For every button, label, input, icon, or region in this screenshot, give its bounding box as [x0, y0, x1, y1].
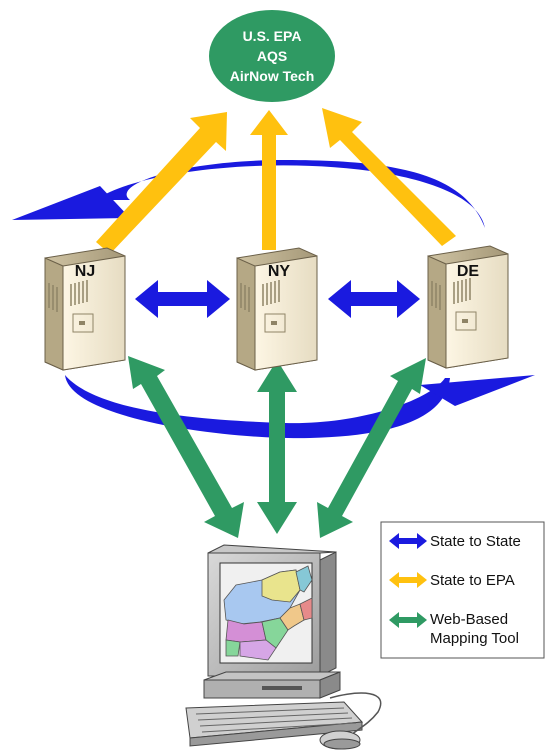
- workstation-computer-icon: [185, 544, 382, 750]
- epa-node: U.S. EPA AQS AirNow Tech: [209, 10, 335, 102]
- server-icon: [44, 247, 126, 371]
- legend-box: [380, 521, 545, 659]
- server-icon: [236, 247, 318, 371]
- keyboard-icon: [185, 701, 364, 747]
- legend-label: State to EPA: [430, 572, 515, 589]
- nj-computer-arrow: [128, 356, 244, 538]
- ny-de-arrow: [328, 280, 420, 318]
- state-to-state-arrows: [135, 280, 420, 318]
- server-icon: [427, 245, 509, 369]
- nj-ny-arrow: [135, 280, 230, 318]
- monitor-side: [319, 551, 337, 677]
- map-icon: [223, 565, 313, 661]
- state-to-epa-arrows: [96, 108, 456, 254]
- legend-swatch-blue-arrow: [389, 533, 427, 549]
- legend-label: Web-Based: [430, 611, 508, 628]
- state-to-state-loop-bottom-arrowhead: [420, 375, 535, 406]
- server-nj: NJ: [44, 247, 126, 371]
- server-de: DE: [427, 245, 509, 369]
- epa-label-line2: AQS: [257, 48, 287, 64]
- legend-item-state-to-state: State to State: [389, 533, 521, 550]
- legend-swatch-yellow-arrow: [389, 572, 427, 588]
- epa-ellipse: [209, 10, 335, 102]
- ny-computer-arrow: [257, 360, 297, 534]
- legend-label: State to State: [430, 533, 521, 550]
- epa-label-line3: AirNow Tech: [230, 68, 315, 84]
- legend-label-line2: Mapping Tool: [430, 630, 519, 647]
- state-to-state-loop-top-arrowhead: [12, 186, 130, 220]
- server-label: NY: [268, 263, 291, 280]
- web-mapping-arrows: [128, 356, 426, 538]
- server-ny: NY: [236, 247, 318, 371]
- legend-item-state-to-epa: State to EPA: [389, 572, 515, 589]
- state-to-state-loop-bottom: [65, 375, 450, 439]
- legend-item-web-mapping: Web-Based Mapping Tool: [389, 611, 519, 647]
- nj-to-epa-arrow: [96, 112, 227, 254]
- ny-to-epa-arrow: [250, 110, 288, 250]
- legend: State to State State to EPA Web-Based Ma…: [380, 521, 545, 659]
- server-label: NJ: [75, 263, 95, 280]
- de-to-epa-arrow: [322, 108, 456, 246]
- de-computer-arrow: [317, 358, 426, 538]
- epa-label-line1: U.S. EPA: [243, 28, 302, 44]
- legend-swatch-green-arrow: [389, 612, 427, 628]
- mouse-icon: [319, 730, 361, 750]
- server-label: DE: [457, 263, 480, 280]
